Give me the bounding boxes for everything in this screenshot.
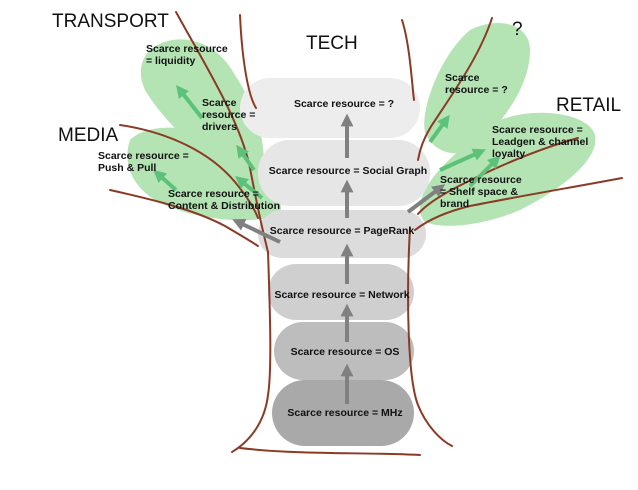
label-trunk-os: Scarce resource = OS xyxy=(290,346,400,358)
tree-outline xyxy=(109,11,623,456)
oval-network xyxy=(268,264,414,320)
arrow-social-drivers xyxy=(236,144,256,172)
label-retail-shelf-space: Scarce resource = Shelf space & brand xyxy=(440,174,522,210)
arrow-pagerank-retail xyxy=(406,184,446,214)
sector-retail: RETAIL xyxy=(556,95,622,116)
oval-pagerank xyxy=(258,210,426,258)
label-media-push-pull: Scarce resource = Push & Pull xyxy=(98,150,189,174)
label-retail-leadgen: Scarce resource = Leadgen & channel loya… xyxy=(492,124,589,160)
branch-right-mid xyxy=(417,17,493,161)
branch-arrows xyxy=(153,84,501,200)
branch-retail-upper xyxy=(417,137,579,215)
trunk-left-edge xyxy=(231,251,272,453)
arrow-pagerank-media xyxy=(232,218,281,244)
arrow-shelf-leadgen xyxy=(468,155,501,188)
label-trunk-network: Scarce resource = Network xyxy=(274,289,410,301)
oval-os xyxy=(274,322,414,380)
leaf-top-right xyxy=(424,22,530,154)
label-retail-unknown: Scarce resource = ? xyxy=(445,72,508,96)
label-trunk-unknown: Scarce resource = ? xyxy=(293,98,395,110)
oval-social-graph xyxy=(258,140,430,206)
arrow-social-unknown-right xyxy=(428,114,450,144)
arrow-social-content xyxy=(235,175,264,200)
sector-tech: TECH xyxy=(306,33,358,54)
arrow-drivers-liquidity xyxy=(176,84,204,120)
sector-media: MEDIA xyxy=(58,125,119,146)
label-media-content-distribution: Scarce resource = Content & Distribution xyxy=(168,188,280,212)
label-trunk-pagerank: Scarce resource = PageRank xyxy=(269,225,415,237)
trunk-ovals xyxy=(240,78,430,446)
label-trunk-mhz: Scarce resource = MHz xyxy=(287,407,403,419)
trunk-arrows xyxy=(232,113,446,404)
label-transport-drivers: Scarce resource = drivers xyxy=(202,97,256,133)
branch-right-top xyxy=(401,19,415,101)
sector-unknown: ? xyxy=(512,19,523,40)
label-trunk-social-graph: Scarce resource = Social Graph xyxy=(268,165,428,177)
label-transport-liquidity: Scarce resource = liquidity xyxy=(146,43,228,67)
branch-transport-inner xyxy=(239,14,257,109)
leaf-retail xyxy=(419,112,596,226)
sector-transport: TRANSPORT xyxy=(52,11,169,32)
oval-unknown xyxy=(240,78,420,138)
branch-media-bottom xyxy=(109,189,259,247)
arrow-social-leadgen xyxy=(439,148,486,172)
arrow-content-pushpull xyxy=(153,169,178,192)
ground-line xyxy=(239,447,421,456)
branch-retail-lower xyxy=(414,177,623,231)
trunk-right-edge xyxy=(407,227,453,447)
oval-mhz xyxy=(272,380,414,446)
branch-media-top xyxy=(119,124,259,219)
